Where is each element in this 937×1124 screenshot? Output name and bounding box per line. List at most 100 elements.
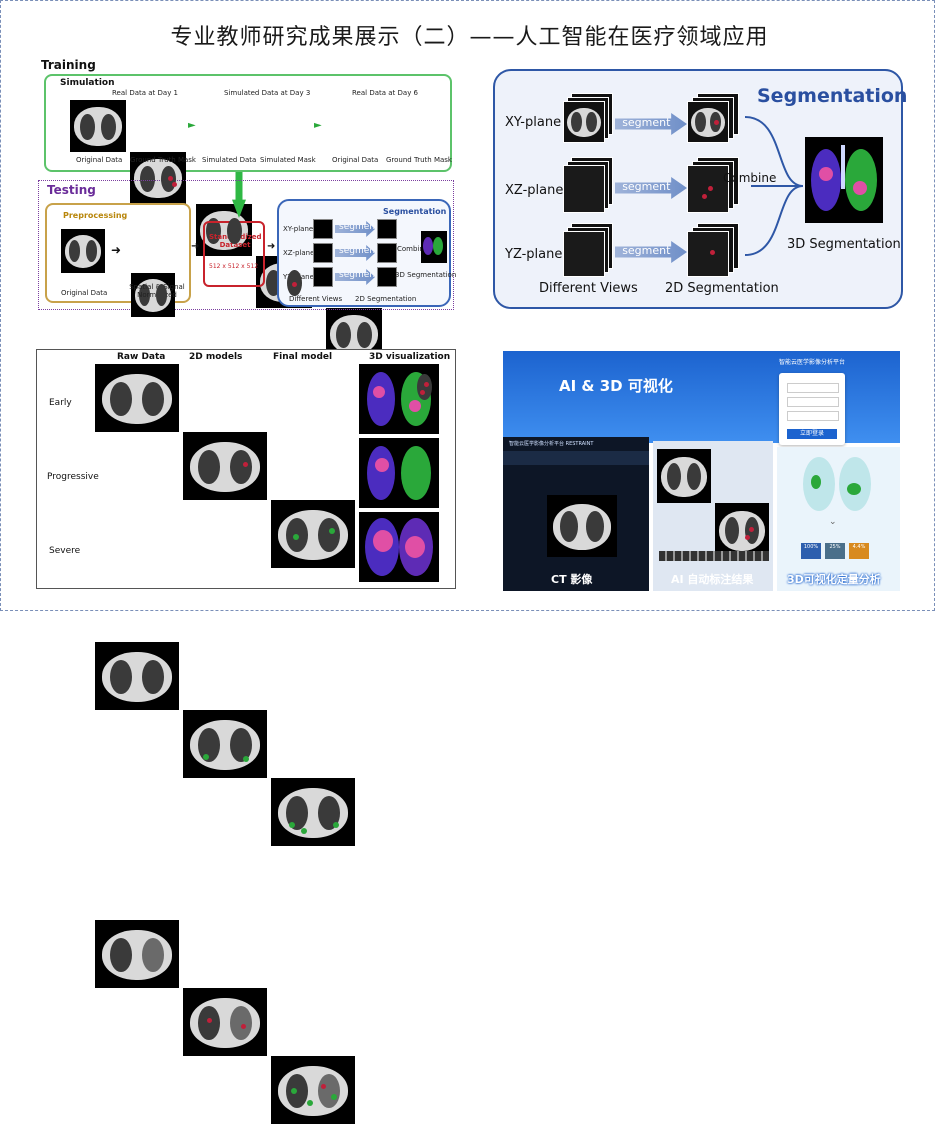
column-header: Final model (273, 352, 333, 362)
ai-result: AI 自动标注结果 (653, 441, 773, 591)
bottom-label: Different Views (289, 295, 343, 303)
row-label: Progressive (47, 472, 99, 482)
image-label: Original Data (76, 156, 123, 164)
simulation-box: Simulation Real Data at Day 1 Simulated … (44, 74, 452, 412)
bottom-label: 2D Segmentation (355, 295, 417, 303)
ct-mask-image (130, 152, 186, 204)
viewer-toolbar (503, 451, 649, 465)
row-label: Severe (49, 546, 81, 556)
3d-lung-render (801, 455, 875, 513)
ct-image (61, 229, 105, 273)
day-label: Simulated Data at Day 3 (224, 89, 311, 97)
3d-segmentation-label: 3D Segmentation (787, 237, 901, 252)
dataset-size: 512 x 512 x 512 (209, 263, 259, 270)
arrow-icon: ➜ (267, 241, 276, 252)
ct-image (271, 778, 355, 846)
3d-render (359, 364, 439, 434)
training-testing-panel: Training Simulation Real Data at Day 1 S… (36, 56, 456, 412)
seg-thumb (377, 267, 397, 287)
password-field[interactable] (787, 397, 839, 407)
chevron-down-icon[interactable]: ⌄ (829, 517, 837, 527)
segmentation-title: Segmentation (757, 85, 908, 107)
segment-arrow: segment (615, 113, 687, 135)
combine-label: Combine (397, 245, 429, 253)
ct-image (95, 642, 179, 710)
stat-badge: 100% (801, 543, 821, 559)
ct-mask-image (715, 503, 769, 557)
view-thumb (313, 219, 333, 239)
plane-label: XZ-plane (505, 183, 564, 198)
plane-label: XY-plane (283, 225, 314, 233)
segment-arrow: segment (615, 177, 687, 199)
segment-arrow: segment (335, 221, 375, 237)
seg-thumb (377, 219, 397, 239)
training-label: Training (41, 58, 96, 72)
day-label: Real Data at Day 1 (112, 89, 179, 97)
headline: AI & 3D 可视化 (559, 377, 673, 395)
preprocessing-box: Preprocessing ➜ Original Data Spatial & … (45, 203, 191, 317)
ct-image (271, 1056, 355, 1124)
3d-render (421, 231, 447, 263)
plane-label: YZ-plane (505, 247, 563, 262)
view-stack (563, 223, 615, 279)
bottom-label: 2D Segmentation (665, 281, 779, 296)
stat-badge: 4.4% (849, 543, 869, 559)
login-card: 立即登录 (779, 373, 845, 445)
segment-arrow: segment (335, 269, 375, 285)
plane-label: XZ-plane (283, 249, 315, 257)
username-field[interactable] (787, 383, 839, 393)
image-label: Simulated Data (202, 156, 257, 164)
view-stack (563, 157, 615, 213)
filmstrip (659, 551, 769, 561)
sim-arrow: ► (188, 120, 196, 131)
view-thumb (313, 267, 333, 287)
login-button[interactable]: 立即登录 (787, 429, 837, 439)
ct-image (271, 500, 355, 568)
ct-caption: CT 影像 (551, 573, 593, 586)
arrow-icon: ➜ (191, 241, 200, 252)
results-grid-panel: Raw Data 2D models Final model 3D visual… (36, 349, 456, 1124)
combine-label: Combine (723, 171, 777, 185)
sim-arrow: ► (314, 120, 322, 131)
3d-caption: 3D可视化定量分析 (787, 573, 881, 586)
day-label: Real Data at Day 6 (352, 89, 419, 97)
arrow-icon: ➜ (111, 243, 122, 257)
simulation-label: Simulation (60, 78, 115, 88)
row-label: Early (49, 398, 72, 408)
ct-image (196, 204, 252, 256)
bottom-label: 3D Segmentation (395, 271, 457, 279)
captcha-field[interactable] (787, 411, 839, 421)
segment-arrow: segment (615, 241, 687, 263)
3d-quant: ⌄ 100% 25% 4.4% 3D可视化定量分析 (777, 447, 900, 591)
ct-image (183, 988, 267, 1056)
image-label: Simulated Mask (260, 156, 316, 164)
ct-image (657, 449, 711, 503)
stat-badge: 25% (825, 543, 845, 559)
image-label: Ground Truth Mask (130, 156, 196, 164)
ct-image (547, 495, 617, 557)
page-title: 专业教师研究成果展示（二）——人工智能在医疗领域应用 (170, 25, 769, 50)
plane-label: XY-plane (505, 115, 562, 130)
ct-image (95, 364, 179, 432)
ct-image (70, 100, 126, 152)
preprocessing-label: Preprocessing (63, 211, 128, 220)
login-title: 智能云医学影像分析平台 (779, 359, 846, 366)
seg-stack (687, 223, 743, 279)
column-header: 3D visualization (369, 352, 451, 362)
image-label: Ground Truth Mask (386, 156, 452, 164)
pre-label: Original Data (61, 289, 108, 297)
ct-image (131, 273, 175, 317)
seg-stack (687, 93, 743, 143)
ai-caption: AI 自动标注结果 (671, 573, 754, 586)
viewer-title: 智能云医学影像分析平台 RESTRAINT (509, 441, 594, 447)
mini-segmentation-box: Segmentation XY-plane XZ-plane YZ-plane … (277, 199, 456, 307)
image-label: Original Data (332, 156, 379, 164)
3d-render (359, 512, 439, 582)
view-stack (563, 93, 615, 143)
ct-image (95, 920, 179, 988)
ct-image (183, 710, 267, 778)
seg-thumb (377, 243, 397, 263)
bottom-label: Different Views (539, 281, 638, 296)
3d-segmentation-render (805, 137, 883, 223)
